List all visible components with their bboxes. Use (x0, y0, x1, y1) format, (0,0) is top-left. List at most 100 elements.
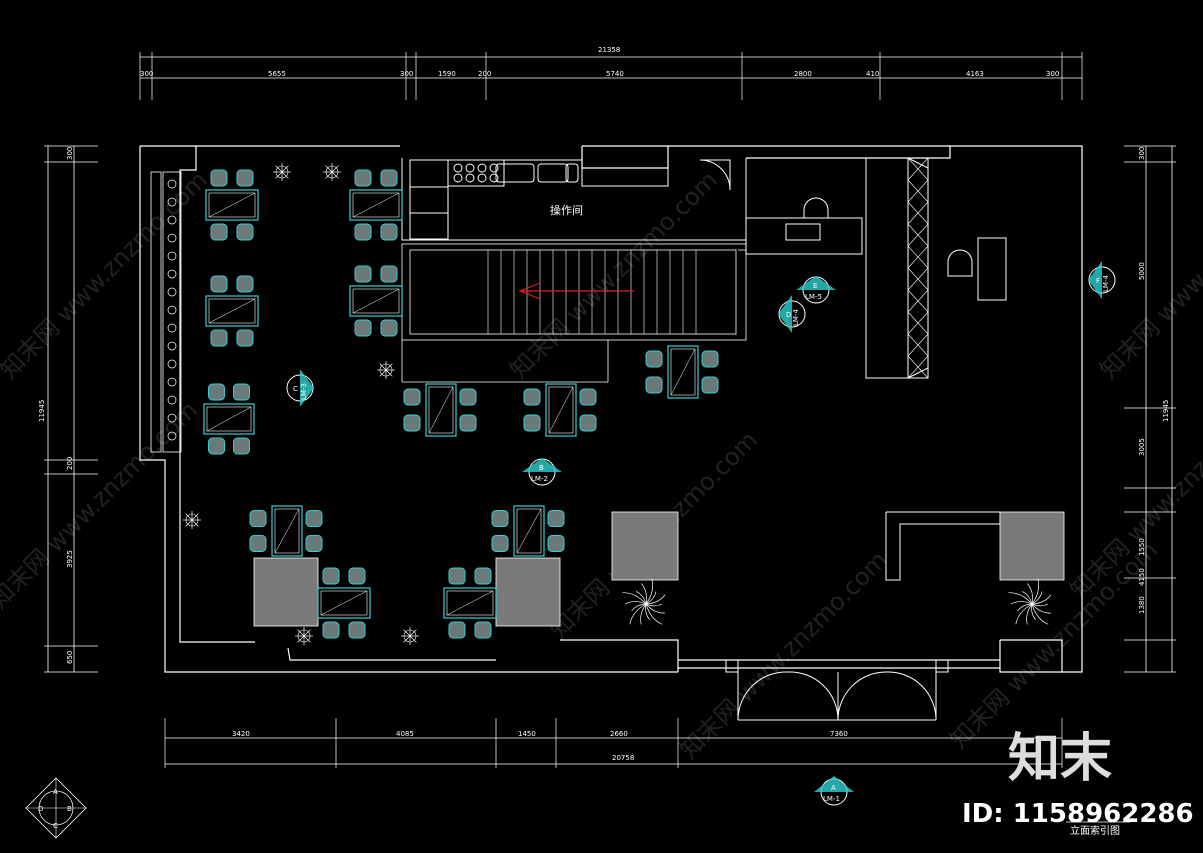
chair (322, 621, 340, 639)
shelf-brace (907, 157, 929, 181)
top-dim-5: 200 (478, 70, 491, 78)
dining-set (645, 345, 719, 399)
branch (645, 603, 665, 614)
dining-table (513, 505, 545, 557)
branch (645, 591, 657, 605)
table-top (670, 348, 696, 396)
exterior-walls (139, 145, 1083, 673)
right-dim-6: 1380 (1138, 596, 1146, 614)
dimension-lines (47, 56, 1173, 765)
large-plant (622, 578, 666, 625)
leaf (275, 165, 283, 173)
compass-c: C (53, 822, 58, 830)
leaf (331, 165, 339, 173)
elevation-tag-e-ref: LM-5 (805, 293, 822, 301)
elevation-tag-e-letter: E (813, 282, 817, 290)
dining-table (317, 587, 371, 619)
branch (622, 592, 647, 605)
table-top (320, 590, 368, 616)
left-bench (150, 171, 182, 453)
table-hatch (352, 192, 400, 218)
top-dim-2: 5655 (268, 70, 286, 78)
leaf (403, 629, 411, 637)
chair (459, 388, 477, 406)
chair (348, 567, 366, 585)
branch (1031, 603, 1049, 607)
dining-table (667, 345, 699, 399)
table-hatch (208, 192, 256, 218)
leaf (303, 635, 311, 643)
leaf (409, 635, 417, 643)
bottom-dim-4: 2660 (610, 730, 628, 738)
leaf (379, 369, 387, 377)
leaf (403, 635, 411, 643)
leaf (275, 171, 283, 179)
top-dim-10: 300 (1046, 70, 1059, 78)
chair (579, 388, 597, 406)
bench-cushion (167, 431, 177, 441)
chair (210, 223, 228, 241)
leaf (281, 165, 289, 173)
branch (1031, 591, 1043, 605)
dining-set (491, 505, 565, 557)
left-dim-1: 300 (66, 147, 74, 160)
table-hatch (670, 348, 696, 396)
branch (631, 603, 647, 612)
branch (1031, 603, 1049, 625)
table-top (446, 590, 494, 616)
pot (185, 513, 199, 527)
bench-cushion (167, 179, 177, 189)
chair (491, 535, 509, 552)
chair (491, 510, 509, 527)
chair (380, 223, 398, 241)
right-dim-5: 4150 (1138, 568, 1146, 586)
table-hatch (208, 298, 256, 324)
top-dim-9: 4163 (966, 70, 984, 78)
table-top (548, 386, 574, 434)
left-dim-3: 3925 (66, 550, 74, 568)
shelf-braces (907, 157, 929, 379)
compass-b: B (67, 805, 72, 813)
elevation-tag-b: B LM-2 (522, 458, 562, 486)
leaf (409, 629, 417, 637)
shelf-brace (907, 223, 929, 247)
branch (1026, 603, 1033, 625)
chair (236, 169, 254, 187)
top-overall-dim: 21358 (598, 46, 620, 54)
bottom-dim-2: 4085 (396, 730, 414, 738)
table-hatch (206, 406, 252, 432)
pot (379, 363, 393, 377)
branch (645, 594, 666, 605)
shelf-brace (907, 179, 929, 203)
table-top (208, 192, 256, 218)
chair (474, 621, 492, 639)
elevation-tag-b-letter: B (539, 464, 544, 472)
chair (236, 223, 254, 241)
entrance-doors (725, 659, 949, 721)
chair (249, 510, 267, 527)
elevation-tag-a-letter: A (831, 784, 836, 792)
table-top (208, 298, 256, 324)
branch (1008, 592, 1033, 605)
leaf (379, 363, 387, 371)
chair (701, 376, 719, 394)
leaf (281, 171, 289, 179)
table-top (516, 508, 542, 554)
bottom-dimensions: 3420 4085 1450 2660 7360 20758 (232, 730, 848, 762)
elevation-tag-c: C LM-3 (286, 369, 314, 407)
small-plant (377, 361, 395, 379)
bench-cushion (167, 287, 177, 297)
small-plant (401, 627, 419, 645)
elevation-tag-a-ref: LM-1 (823, 795, 840, 803)
small-plant (273, 163, 291, 181)
table-hatch (446, 590, 494, 616)
top-dim-6: 5740 (606, 70, 624, 78)
chair (354, 169, 372, 187)
large-plant (1008, 578, 1052, 625)
compass-symbol: A B C D (25, 777, 87, 839)
branch (645, 603, 663, 607)
chair (448, 621, 466, 639)
plan-caption: 立面索引图 (1070, 824, 1120, 837)
chair (322, 567, 340, 585)
chair (701, 350, 719, 368)
